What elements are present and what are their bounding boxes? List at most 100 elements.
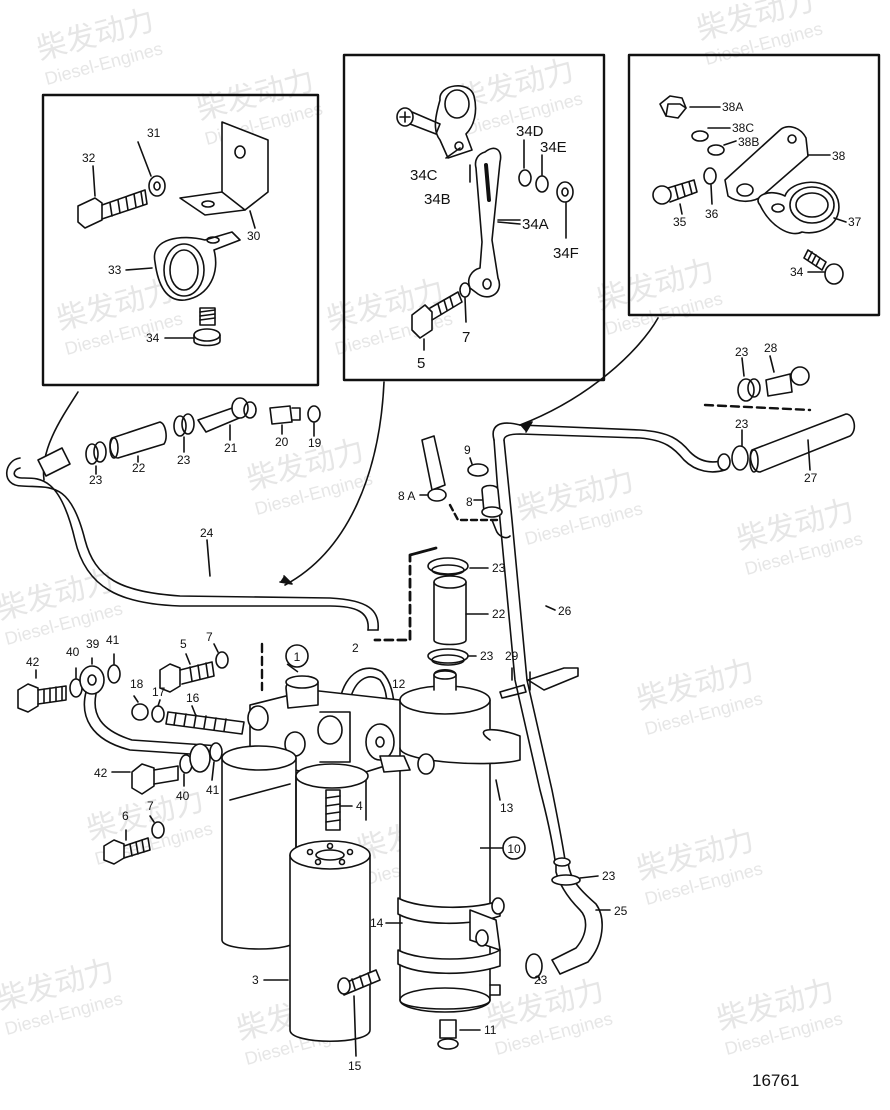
bolt-6 bbox=[103, 837, 151, 865]
part-label: 28 bbox=[764, 341, 778, 355]
part-label: 39 bbox=[86, 637, 100, 651]
part-label: 3 bbox=[252, 973, 259, 987]
part-label: 35 bbox=[673, 215, 687, 229]
detail-box-left bbox=[41, 93, 320, 387]
part-label: 6 bbox=[122, 809, 129, 823]
bolt-35 bbox=[652, 179, 698, 205]
hose-clamp-23-left bbox=[85, 413, 195, 465]
part-label: 14 bbox=[370, 916, 384, 930]
hose-27 bbox=[749, 413, 856, 473]
drawing-number: 16761 bbox=[752, 1071, 799, 1090]
detail-box-right bbox=[627, 53, 881, 317]
hose-25 bbox=[551, 857, 603, 975]
part-label: 23 bbox=[735, 417, 749, 431]
washer-31 bbox=[148, 175, 166, 197]
part-label: 23 bbox=[534, 973, 548, 987]
washer-38C bbox=[691, 130, 709, 142]
washer-38B bbox=[707, 144, 725, 156]
part-label: 42 bbox=[26, 655, 40, 669]
pipe-bracket-29 bbox=[499, 667, 579, 699]
washer-41-bottom bbox=[209, 742, 223, 762]
part-label: 27 bbox=[804, 471, 818, 485]
hose-clamp-23-right bbox=[717, 378, 761, 471]
callout-10: 10 bbox=[502, 836, 526, 860]
angle-bracket-30 bbox=[179, 121, 269, 216]
dashed-guide-22 bbox=[373, 546, 438, 642]
part-label: 38A bbox=[722, 100, 743, 114]
filter-cartridge-3 bbox=[289, 840, 371, 1042]
washer-41-top bbox=[107, 664, 121, 684]
part-label: 40 bbox=[176, 789, 190, 803]
part-label: 40 bbox=[66, 645, 80, 659]
hose-clamp-23-bottom bbox=[525, 874, 581, 979]
part-label: 31 bbox=[147, 126, 161, 140]
stud-16 bbox=[165, 711, 245, 735]
hose-22-center bbox=[433, 575, 467, 646]
screw-34 bbox=[193, 307, 221, 347]
part-label: 7 bbox=[462, 329, 470, 346]
part-label: 34F bbox=[553, 245, 579, 262]
nut-38A bbox=[659, 95, 687, 119]
part-label: 17 bbox=[152, 685, 166, 699]
pipe-26 bbox=[492, 422, 726, 861]
part-label: 5 bbox=[417, 355, 425, 372]
stud-4 bbox=[325, 789, 341, 831]
part-label: 5 bbox=[180, 637, 187, 651]
clamp-37 bbox=[757, 181, 840, 235]
plug-8 bbox=[481, 484, 503, 518]
part-label: 41 bbox=[206, 783, 220, 797]
part-label: 7 bbox=[147, 799, 154, 813]
part-label: 23 bbox=[492, 561, 506, 575]
part-label: 34 bbox=[146, 331, 160, 345]
part-label: 13 bbox=[500, 801, 514, 815]
bracket-2 bbox=[339, 667, 395, 716]
callout-10-label: 10 bbox=[507, 842, 521, 856]
washer-36 bbox=[703, 167, 717, 185]
part-label: 29 bbox=[505, 649, 519, 663]
bolt-32 bbox=[77, 189, 148, 229]
clamp-9 bbox=[467, 463, 489, 477]
part-label: 2 bbox=[352, 641, 359, 655]
leader-detail-right bbox=[519, 317, 659, 426]
part-label: 34A bbox=[522, 216, 549, 233]
part-label: 34D bbox=[516, 123, 544, 140]
banjo-bottom bbox=[189, 743, 211, 773]
part-label: 24 bbox=[200, 526, 214, 540]
clamp-34C bbox=[434, 85, 477, 159]
bracket-34B bbox=[467, 147, 521, 298]
part-label: 8 bbox=[466, 495, 473, 509]
part-label: 32 bbox=[82, 151, 96, 165]
part-label: 19 bbox=[308, 436, 322, 450]
part-label: 33 bbox=[108, 263, 122, 277]
part-labels: 31 32 30 33 34 34C 34B 34D 34E 34A 34F 5… bbox=[26, 100, 862, 1073]
banjo-fitting-21 bbox=[197, 397, 257, 433]
part-label: 23 bbox=[177, 453, 191, 467]
washer-17 bbox=[151, 705, 165, 723]
nut-18 bbox=[131, 703, 149, 721]
strap-13 bbox=[379, 728, 521, 775]
bracket-38 bbox=[724, 125, 809, 203]
filter-canister-left bbox=[221, 745, 297, 950]
part-label: 30 bbox=[247, 229, 261, 243]
hose-clamp-23-lower bbox=[427, 648, 469, 666]
washer-34E bbox=[535, 175, 549, 193]
banjo-39 bbox=[79, 665, 221, 757]
part-label: 38C bbox=[732, 121, 754, 135]
part-label: 38B bbox=[738, 135, 759, 149]
part-label: 23 bbox=[602, 869, 616, 883]
connector-28 bbox=[765, 366, 810, 397]
water-separator-10 bbox=[399, 668, 501, 1013]
part-label: 23 bbox=[735, 345, 749, 359]
part-label: 41 bbox=[106, 633, 120, 647]
hose-clamp-23-top bbox=[427, 557, 469, 576]
screw-34-right bbox=[803, 249, 844, 285]
bolt-42-top bbox=[17, 683, 67, 713]
bolt-15 bbox=[337, 969, 381, 996]
part-label: 7 bbox=[206, 630, 213, 644]
detail-box-middle bbox=[342, 53, 606, 382]
pipe-24 bbox=[6, 457, 379, 631]
part-label: 23 bbox=[480, 649, 494, 663]
drain-plug-11 bbox=[437, 1019, 459, 1050]
